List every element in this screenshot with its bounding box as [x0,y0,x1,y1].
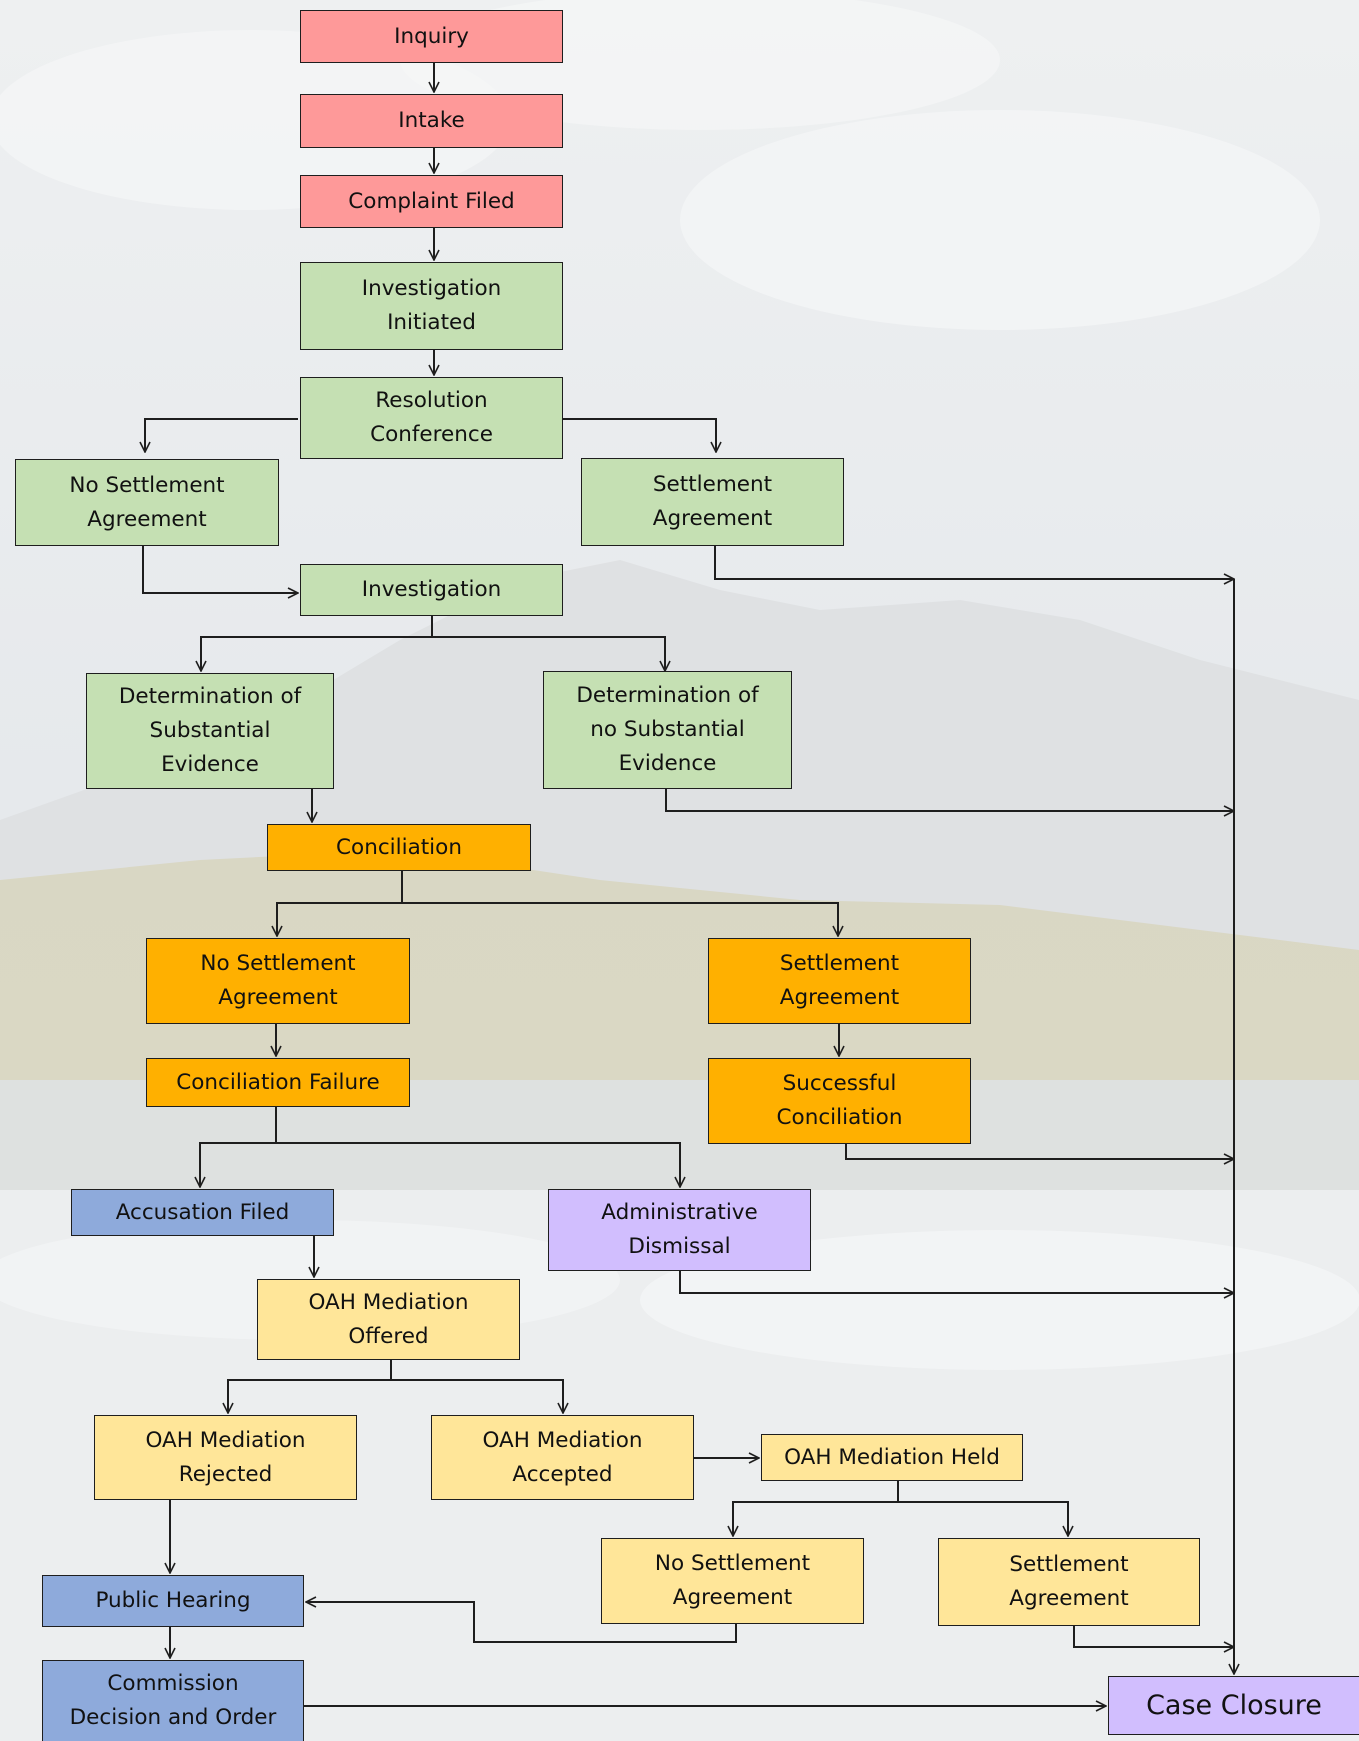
node-conciliation-failure-label: Conciliation Failure [176,1069,380,1095]
node-med-settlement: Settlement Agreement [938,1538,1200,1626]
node-resolution-conference-line-1: Resolution [375,388,488,413]
edge-conciliation-settlement [401,871,838,936]
node-conc-settlement-line-2: Agreement [779,985,900,1010]
node-substantial-evidence-line-1: Determination of [118,684,302,709]
node-commission-decision: Commission Decision and Order [42,1660,304,1741]
node-med-no-settlement: No Settlement Agreement [601,1538,864,1624]
node-substantial-evidence-line-2: Substantial [149,718,271,743]
node-case-closure: Case Closure [1108,1676,1359,1735]
node-oah-held-label: OAH Mediation Held [784,1444,1000,1470]
edge-investigation-nosubstantial [431,616,665,671]
node-oah-accepted: OAH Mediation Accepted [431,1415,694,1500]
node-administrative-dismissal: Administrative Dismissal [548,1189,811,1271]
node-oah-rejected: OAH Mediation Rejected [94,1415,357,1500]
node-conc-no-settlement-line-2: Agreement [218,985,338,1010]
node-successful-conciliation-line-1: Successful [782,1071,897,1096]
node-no-substantial-evidence: Determination of no Substantial Evidence [543,671,792,789]
node-oah-offered-line-2: Offered [348,1323,429,1349]
node-successful-conciliation-line-2: Conciliation [776,1105,903,1130]
edge-held-nosettlement [733,1481,899,1536]
edge-conciliation-nosettlement [277,871,403,936]
node-oah-held: OAH Mediation Held [761,1434,1023,1481]
node-med-settlement-line-1: Settlement [1009,1552,1129,1577]
node-med-settlement-line-2: Agreement [1009,1586,1129,1611]
node-oah-offered: OAH Mediation Offered [257,1279,520,1360]
node-conciliation-failure: Conciliation Failure [146,1058,410,1107]
node-commission-decision-line-1: Commission [107,1671,239,1696]
node-med-no-settlement-line-1: No Settlement [654,1551,811,1576]
node-investigation: Investigation [300,564,563,616]
node-inquiry: Inquiry [300,10,563,63]
node-accusation-filed: Accusation Filed [71,1189,334,1236]
node-oah-accepted-line-1: OAH Mediation [482,1427,643,1453]
edge-investigation-substantial [201,616,433,671]
node-complaint-filed-label: Complaint Filed [348,188,515,214]
node-commission-decision-line-2: Decision and Order [69,1705,277,1730]
node-complaint-filed: Complaint Filed [300,175,563,228]
node-investigation-initiated-line-2: Initiated [387,310,476,335]
node-resolution-conference-line-2: Conference [370,422,493,447]
node-rc-settlement-line-1: Settlement [652,472,773,497]
node-oah-rejected-line-1: OAH Mediation [145,1427,306,1453]
node-intake-label: Intake [398,108,465,133]
node-administrative-dismissal-line-1: Administrative [601,1200,758,1225]
edge-settlement-closure [714,546,1234,579]
edge-resolution-settlement [563,418,716,452]
node-no-substantial-evidence-line-3: Evidence [618,751,717,776]
edge-nosubstantial-closure [665,789,1234,811]
node-oah-rejected-line-2: Rejected [178,1461,273,1487]
node-conc-settlement-line-1: Settlement [779,951,900,976]
edge-nosettlement-investigation [142,546,298,593]
node-resolution-conference: Resolution Conference [300,377,563,459]
node-administrative-dismissal-line-2: Dismissal [628,1234,731,1259]
node-substantial-evidence: Determination of Substantial Evidence [86,673,334,789]
node-med-no-settlement-line-2: Agreement [672,1585,793,1610]
node-no-substantial-evidence-line-2: no Substantial [590,717,745,742]
node-oah-offered-line-1: OAH Mediation [308,1289,469,1315]
edge-settlement-closure-2 [1073,1626,1234,1647]
node-rc-no-settlement-line-1: No Settlement [69,472,225,498]
edge-offered-rejected [228,1360,392,1413]
edge-offered-accepted [390,1360,563,1413]
edge-held-settlement [897,1481,1068,1536]
node-inquiry-label: Inquiry [394,23,469,49]
node-public-hearing-label: Public Hearing [95,1588,251,1613]
node-no-substantial-evidence-line-1: Determination of [576,683,759,708]
node-conciliation: Conciliation [267,824,531,871]
node-substantial-evidence-line-3: Evidence [161,752,259,777]
node-investigation-initiated: Investigation Initiated [300,262,563,350]
node-successful-conciliation: Successful Conciliation [708,1058,971,1144]
node-oah-accepted-line-2: Accepted [512,1461,613,1487]
node-public-hearing: Public Hearing [42,1575,304,1627]
node-investigation-label: Investigation [361,577,502,602]
node-conc-settlement: Settlement Agreement [708,938,971,1024]
edge-resolution-nosettlement [145,418,298,452]
node-accusation-filed-label: Accusation Filed [115,1199,290,1225]
node-conciliation-label: Conciliation [336,834,462,860]
node-conc-no-settlement: No Settlement Agreement [146,938,410,1024]
node-case-closure-label: Case Closure [1146,1689,1322,1721]
edge-dismissal-closure [679,1271,1234,1293]
edge-successful-closure [845,1144,1234,1159]
edge-failure-dismissal [275,1107,680,1187]
node-intake: Intake [300,94,563,148]
node-investigation-initiated-line-1: Investigation [361,276,502,301]
node-rc-settlement: Settlement Agreement [581,458,844,546]
node-conc-no-settlement-line-1: No Settlement [200,951,356,976]
edge-nosettlement-hearing [306,1602,737,1643]
edge-failure-dismissal-accusation [200,1107,277,1187]
node-rc-no-settlement: No Settlement Agreement [15,459,279,546]
node-rc-no-settlement-line-2: Agreement [87,506,207,532]
node-rc-settlement-line-2: Agreement [652,506,773,531]
